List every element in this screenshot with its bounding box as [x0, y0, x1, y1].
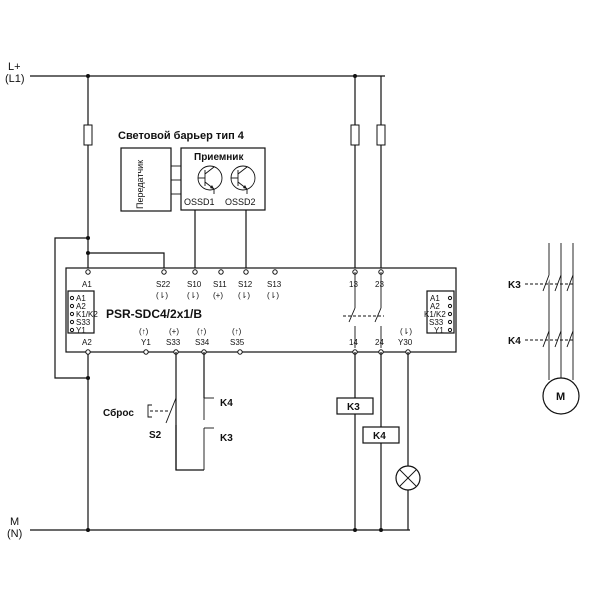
signal-lamp-icon — [395, 465, 421, 491]
motor-label: M — [556, 391, 565, 403]
reset-return-wire — [175, 425, 204, 471]
receiver-box — [180, 147, 266, 211]
fuse-a1 — [83, 124, 93, 146]
terminal-label: S33 — [166, 338, 181, 347]
left-status-leds: A1 A2 K1/K2 S33 Y1 — [69, 294, 98, 335]
terminal-label: S11 — [213, 280, 227, 289]
status-label: A2 — [76, 302, 86, 311]
terminal-y1 — [143, 349, 149, 355]
ossd2-transistor-icon — [230, 165, 256, 194]
terminal-symbol: (⇂) — [238, 291, 250, 300]
junction-dot — [86, 236, 90, 240]
k4-contact-label: K4 — [220, 398, 233, 409]
k3-coil-label: K3 — [347, 402, 360, 413]
receiver-label: Приемник — [194, 152, 244, 163]
status-label: Y1 — [76, 326, 86, 335]
k3-contact-label: K3 — [220, 433, 233, 444]
terminal-s13 — [272, 269, 278, 275]
status-label: A1 — [76, 294, 86, 303]
terminal-label: A1 — [82, 280, 92, 289]
k4-feedback-contact — [203, 397, 214, 420]
terminal-label: 24 — [375, 338, 384, 347]
k3-coil — [336, 397, 374, 415]
terminal-s35 — [237, 349, 243, 355]
motor-icon — [542, 377, 580, 415]
terminal-label: S10 — [187, 280, 202, 289]
s22-bridge-wire — [88, 252, 165, 268]
status-label: A2 — [430, 302, 440, 311]
reset-button-s2 — [147, 397, 177, 424]
terminal-label: 23 — [375, 280, 384, 289]
status-label: A1 — [430, 294, 440, 303]
junction-dot — [379, 528, 383, 532]
terminal-label: 13 — [349, 280, 358, 289]
right-status-leds: A1 A2 K1/K2 S33 Y1 — [424, 294, 453, 335]
ossd2-label: OSSD2 — [225, 197, 256, 207]
terminal-symbol: (↑) — [197, 327, 207, 336]
light-barrier-title: Световой барьер тип 4 — [118, 130, 245, 142]
junction-dot — [86, 251, 90, 255]
terminal-label: Y1 — [141, 338, 151, 347]
fuse-13 — [350, 124, 360, 146]
supply-labels: L+ (L1) M (N) — [5, 61, 25, 540]
terminal-label: S34 — [195, 338, 210, 347]
a2-loop-wire — [54, 237, 88, 379]
terminal-symbol: (⇂) — [400, 327, 412, 336]
terminal-symbol: (⇂) — [267, 291, 279, 300]
motor-k3-label: K3 — [508, 280, 521, 291]
ossd1-transistor-icon — [197, 165, 223, 194]
relay-module-box — [65, 267, 457, 353]
terminal-symbol: (⇂) — [156, 291, 168, 300]
status-label: K1/K2 — [424, 310, 446, 319]
terminal-symbol: (+) — [213, 291, 223, 300]
terminal-s11 — [218, 269, 224, 275]
m-label: M — [10, 516, 19, 528]
motor-k4-label: K4 — [508, 336, 521, 347]
terminal-a1 — [85, 269, 91, 275]
n-label: (N) — [7, 528, 22, 540]
junction-dot — [86, 376, 90, 380]
terminal-s22 — [161, 269, 167, 275]
l-plus-label: L+ — [8, 61, 21, 73]
k3-feedback-contact — [203, 427, 214, 470]
transmitter-label: Передатчик — [135, 160, 145, 209]
k4-coil — [362, 426, 400, 444]
status-label: Y1 — [434, 326, 444, 335]
terminal-symbol: (↑) — [139, 327, 149, 336]
junction-dot — [86, 528, 90, 532]
terminal-s10 — [192, 269, 198, 275]
terminal-a2 — [85, 349, 91, 355]
motor-circuit — [525, 243, 574, 380]
relay-model-label: PSR-SDC4/2x1/B — [106, 307, 202, 321]
status-label: S33 — [76, 318, 91, 327]
status-label: K1/K2 — [76, 310, 98, 319]
terminal-label: S12 — [238, 280, 253, 289]
ossd1-label: OSSD1 — [184, 197, 215, 207]
terminal-symbol: (+) — [169, 327, 179, 336]
terminal-label: S13 — [267, 280, 282, 289]
terminal-s12 — [243, 269, 249, 275]
junction-dot — [86, 74, 90, 78]
s2-label: S2 — [149, 430, 162, 441]
fuse-23 — [376, 124, 386, 146]
status-label: S33 — [429, 318, 444, 327]
junction-dot — [353, 74, 357, 78]
terminal-label: A2 — [82, 338, 92, 347]
terminal-label: S22 — [156, 280, 171, 289]
terminal-symbol: (↑) — [232, 327, 242, 336]
reset-label: Сброс — [103, 407, 134, 419]
k4-coil-label: K4 — [373, 431, 386, 442]
l1-label: (L1) — [5, 73, 25, 85]
terminal-label: S35 — [230, 338, 245, 347]
terminal-label: Y30 — [398, 338, 413, 347]
relay-output-contacts — [343, 272, 384, 348]
junction-dot — [353, 528, 357, 532]
transmitter-box — [120, 147, 172, 212]
terminal-label: 14 — [349, 338, 358, 347]
terminal-symbol: (⇂) — [187, 291, 199, 300]
